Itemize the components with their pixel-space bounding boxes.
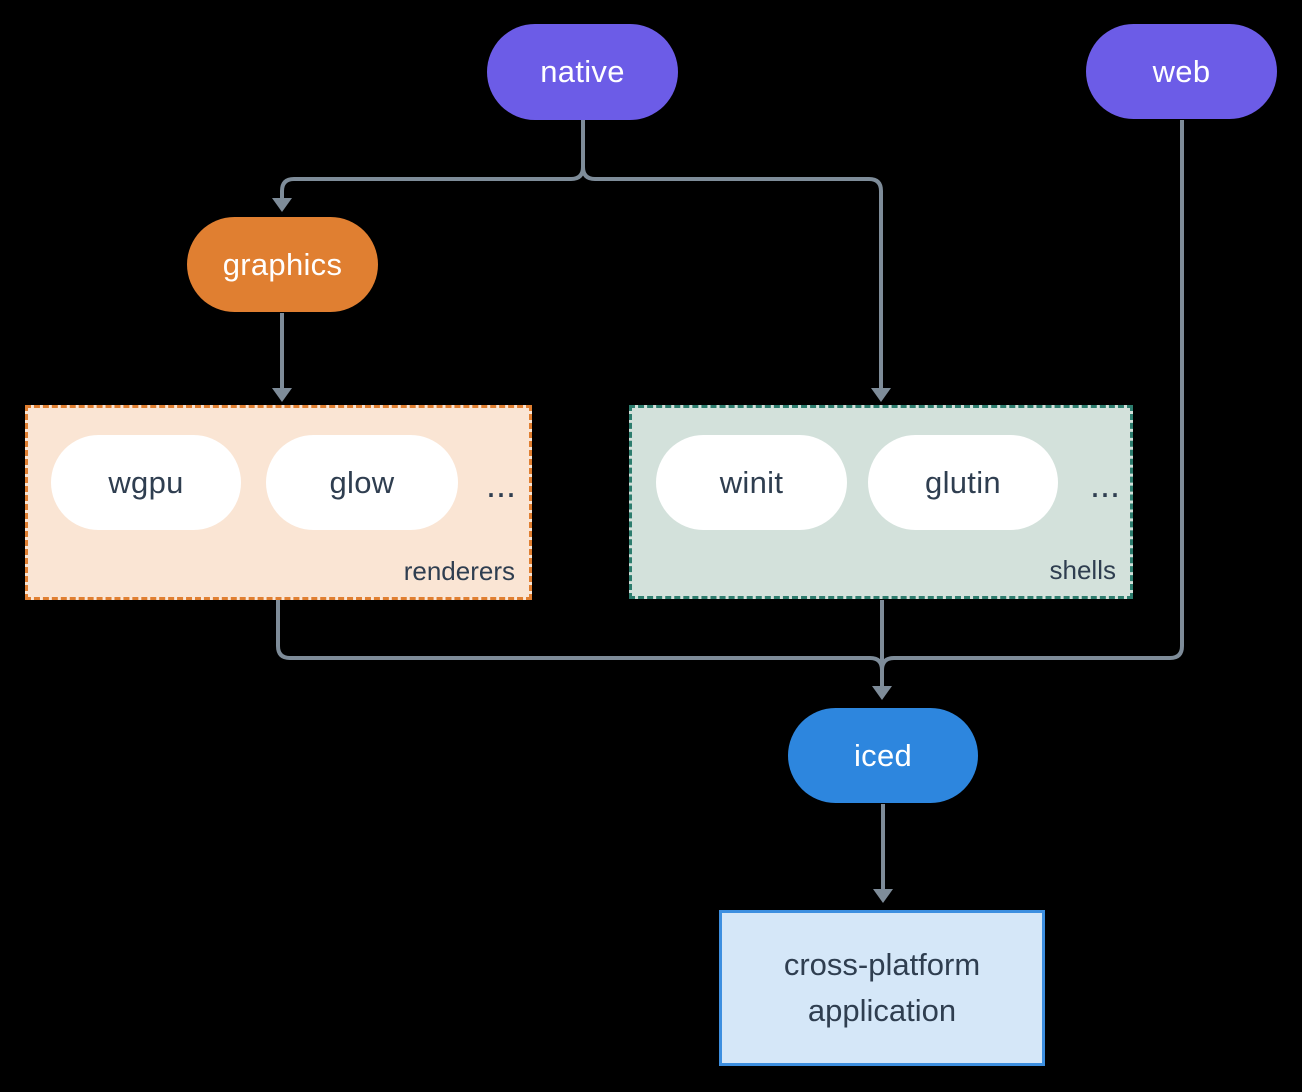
connector-native-to-shells — [581, 166, 883, 389]
node-glutin: glutin — [868, 435, 1058, 530]
arrowhead-shells — [871, 388, 891, 402]
connector-renderers-to-iced — [276, 600, 884, 671]
arrowhead-renderers — [272, 388, 292, 402]
arrowhead-iced — [872, 686, 892, 700]
node-winit: winit — [656, 435, 847, 530]
node-iced: iced — [788, 708, 978, 803]
shells-ellipsis: ... — [1089, 464, 1120, 505]
connector-native-to-graphics — [280, 120, 585, 199]
renderers-group-label: renderers — [403, 556, 515, 586]
node-native: native — [487, 24, 678, 120]
shells-group-label: shells — [1049, 555, 1116, 585]
application-label-line1: cross-platform — [783, 946, 981, 982]
node-web: web — [1086, 24, 1277, 119]
group-renderers: wgpu glow ... renderers — [25, 405, 532, 600]
node-wgpu: wgpu — [51, 435, 241, 530]
group-shells: winit glutin ... shells — [629, 405, 1133, 599]
node-cross-platform-application: cross-platform application — [719, 910, 1045, 1066]
node-glow: glow — [266, 435, 458, 530]
node-graphics: graphics — [187, 217, 378, 312]
arrowhead-graphics — [272, 198, 292, 212]
arrowhead-application — [873, 889, 893, 903]
renderers-ellipsis: ... — [485, 464, 516, 505]
application-label-line2: application — [807, 993, 957, 1028]
